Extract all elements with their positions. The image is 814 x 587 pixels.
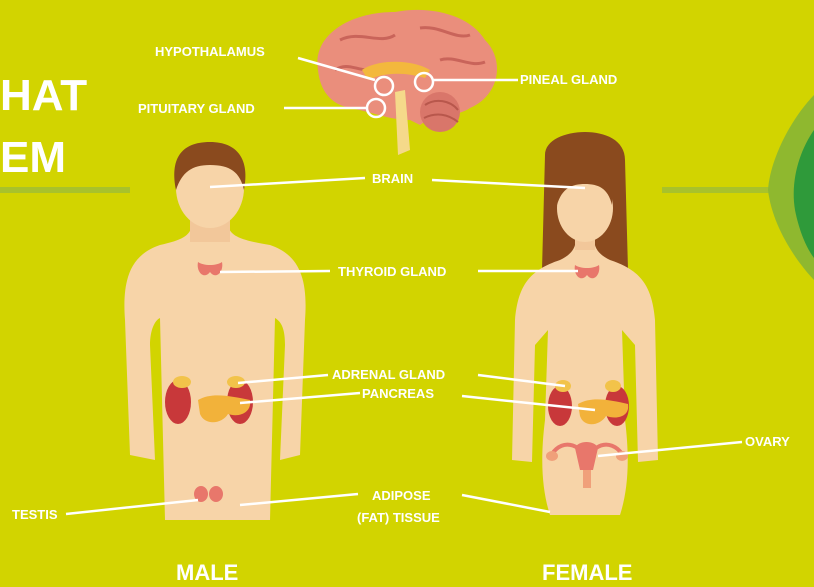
label-testis: TESTIS bbox=[12, 507, 58, 522]
label-adrenal-gland: ADRENAL GLAND bbox=[332, 367, 445, 382]
label-hypothalamus: HYPOTHALAMUS bbox=[155, 44, 265, 59]
title-line-2: EM bbox=[0, 132, 66, 184]
caption-male: MALE bbox=[176, 560, 238, 586]
divider-left bbox=[0, 187, 130, 193]
label-pineal-gland: PINEAL GLAND bbox=[520, 72, 617, 87]
label-adipose: ADIPOSE bbox=[372, 488, 431, 503]
label-thyroid-gland: THYROID GLAND bbox=[338, 264, 446, 279]
label-fat-tissue: (FAT) TISSUE bbox=[357, 510, 440, 525]
label-ovary: OVARY bbox=[745, 434, 790, 449]
leaf-icon bbox=[768, 95, 814, 280]
label-pancreas: PANCREAS bbox=[362, 386, 434, 401]
label-brain: BRAIN bbox=[372, 171, 413, 186]
label-pituitary-gland: PITUITARY GLAND bbox=[138, 101, 255, 116]
brain-illustration bbox=[317, 10, 497, 155]
male-figure bbox=[124, 142, 305, 520]
female-figure bbox=[512, 132, 658, 515]
caption-female: FEMALE bbox=[542, 560, 632, 586]
title-line-1: HAT bbox=[0, 70, 87, 122]
